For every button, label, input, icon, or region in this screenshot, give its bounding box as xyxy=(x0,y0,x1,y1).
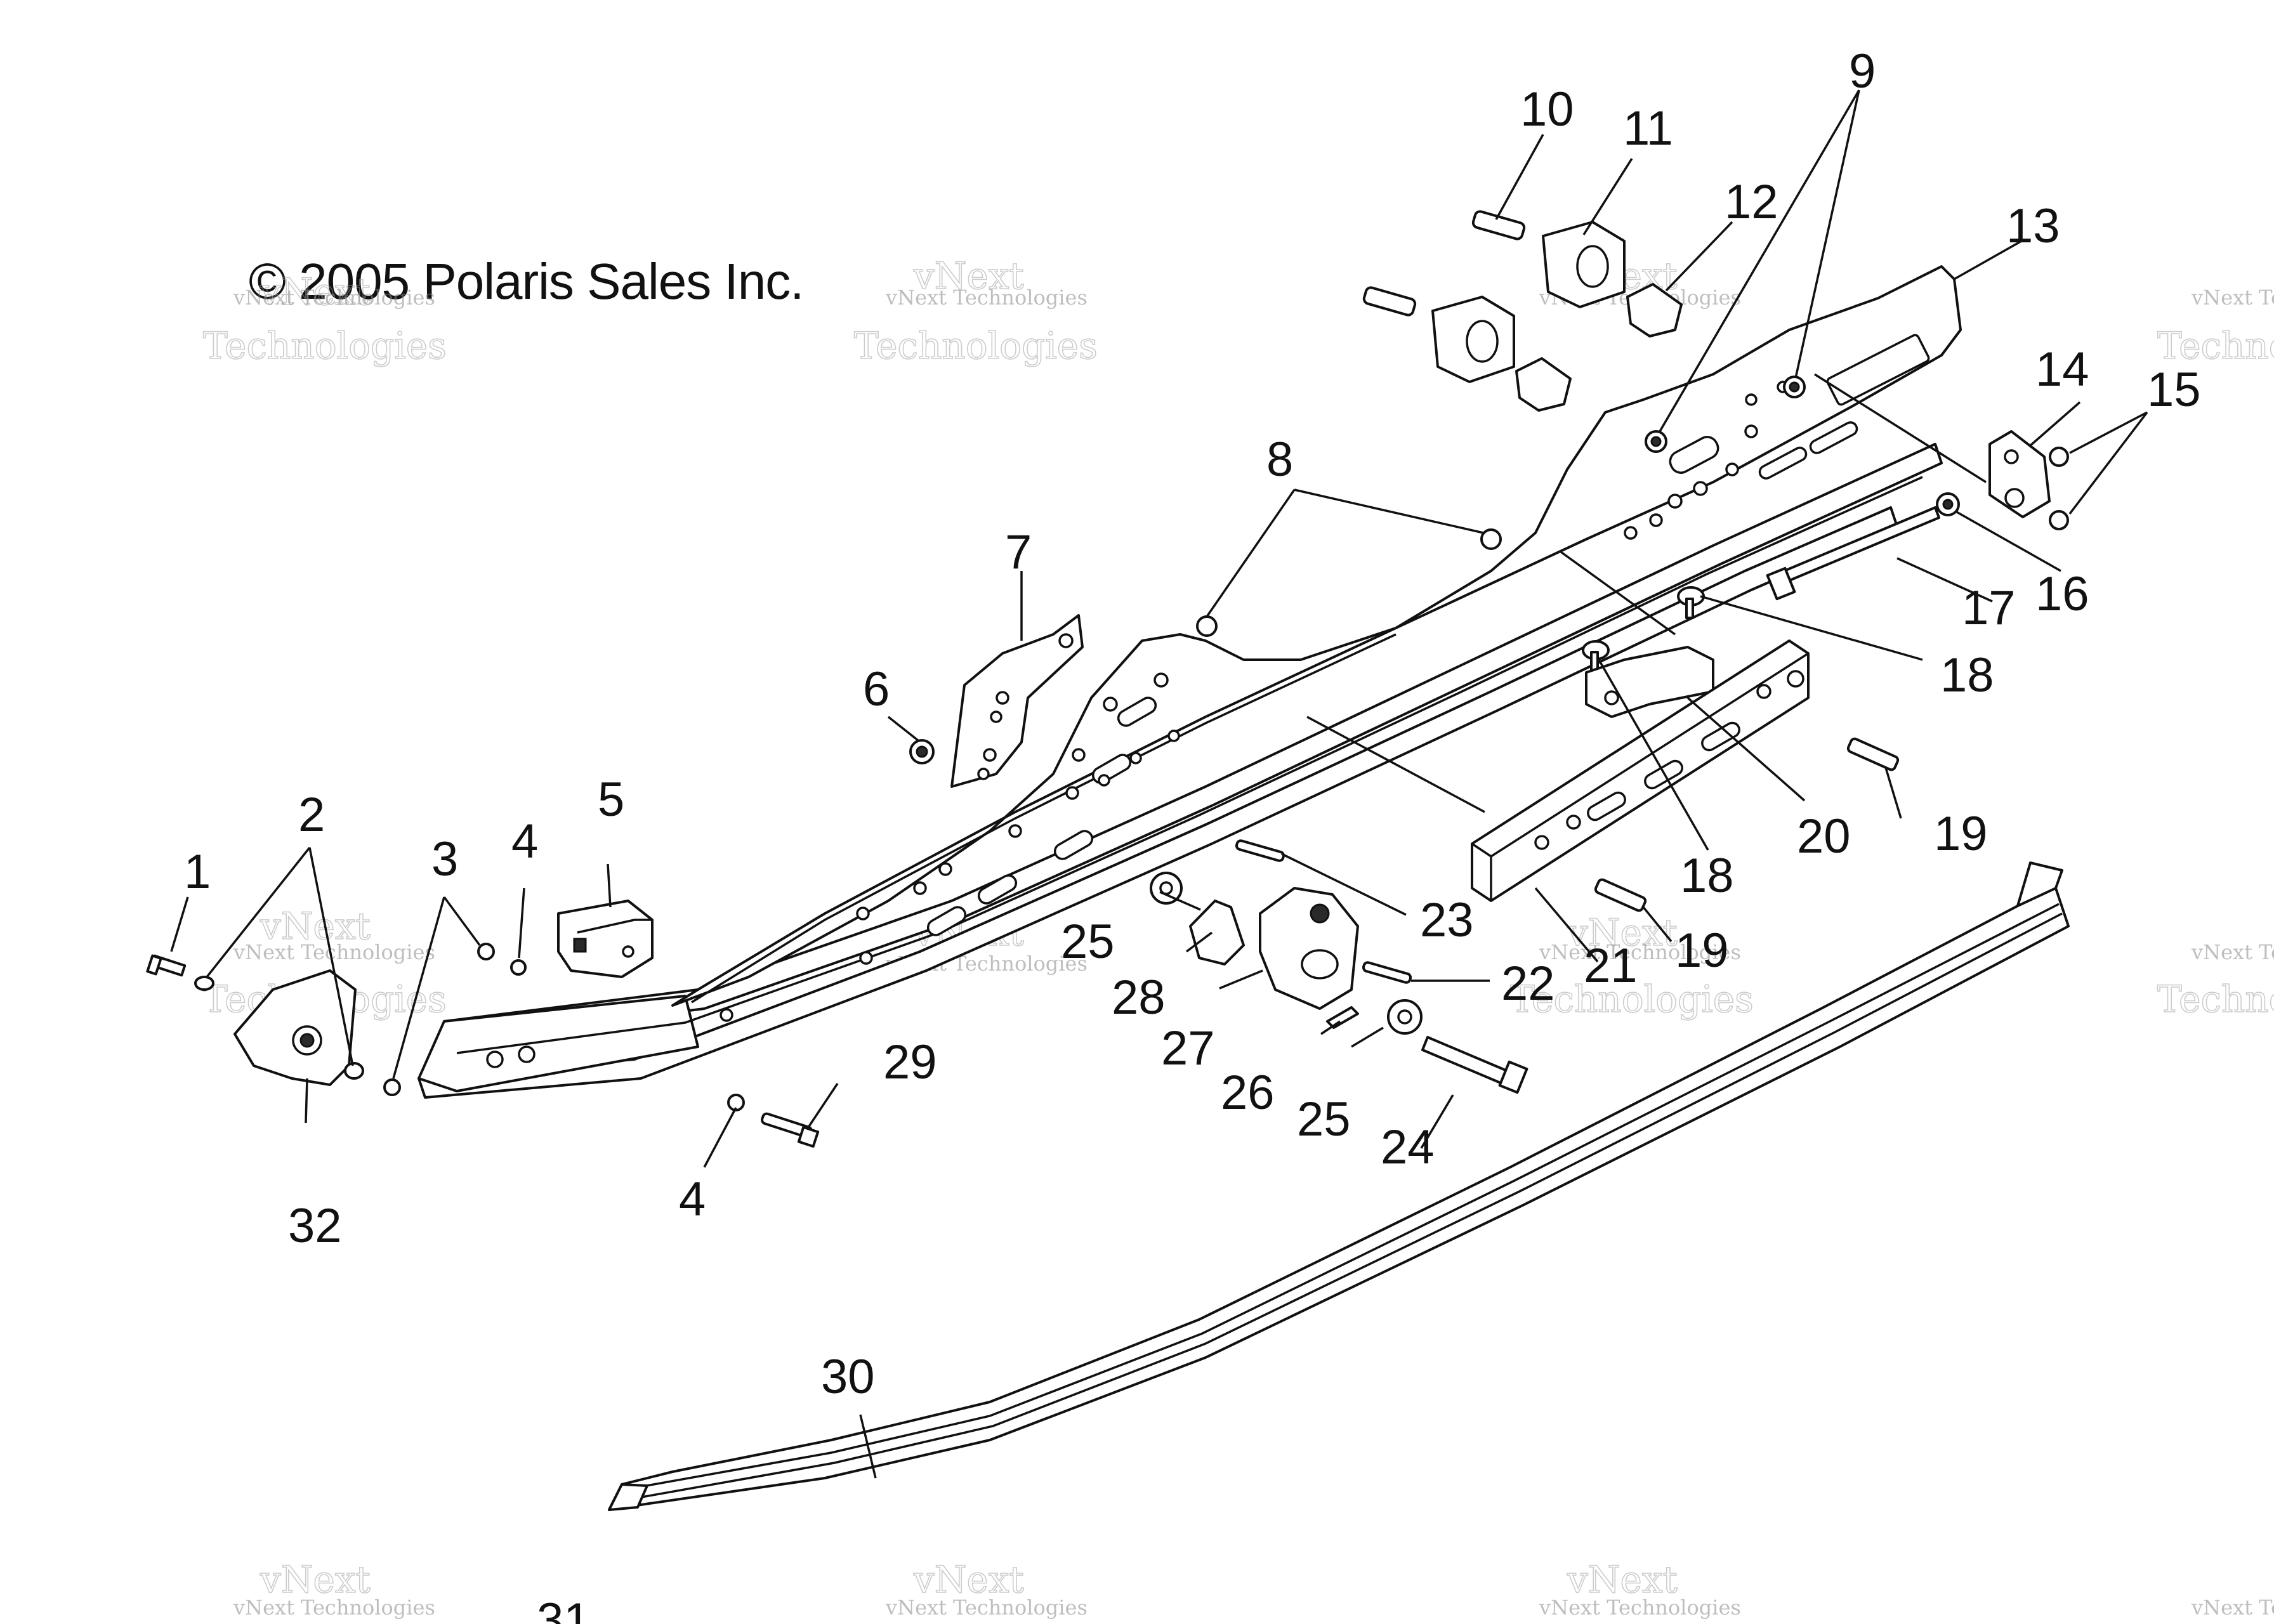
callout-11: 11 xyxy=(1623,102,1673,155)
callout-22: 22 xyxy=(1501,957,1555,1011)
ski-loop-32 xyxy=(233,969,357,1086)
callout-15: 15 xyxy=(2147,363,2201,417)
watermark-text: vNext xyxy=(913,1558,1024,1601)
callout-20: 20 xyxy=(1797,809,1851,863)
callout-28: 28 xyxy=(1112,971,1166,1025)
watermark-text: vNext Technologies xyxy=(1539,1595,1741,1620)
callout-8: 8 xyxy=(1266,433,1293,487)
callout-9: 9 xyxy=(1849,44,1876,98)
watermark-text: vNext Technologies xyxy=(233,285,435,310)
ski-runner-wear-bar xyxy=(608,861,2070,1511)
callout-25: 25 xyxy=(1297,1092,1351,1146)
watermark-text: vNext Technologies xyxy=(1539,940,1741,964)
watermark-text: vNext xyxy=(260,1558,371,1601)
callout-7: 7 xyxy=(1005,525,1032,579)
callout-3: 3 xyxy=(431,832,458,886)
watermark-text: Technologies xyxy=(2157,324,2274,367)
callout-17: 17 xyxy=(1962,581,2016,635)
callout-24: 24 xyxy=(1381,1120,1435,1174)
callout-30: 30 xyxy=(821,1350,875,1404)
callout-18: 18 xyxy=(1940,648,1994,702)
callout-10: 10 xyxy=(1520,82,1574,136)
callout-6: 6 xyxy=(863,662,890,716)
copyright-notice: © 2005 Polaris Sales Inc. xyxy=(249,253,804,310)
callout-14: 14 xyxy=(2035,343,2089,396)
callout-numbers: 1 2 3 4 5 6 7 8 9 10 11 12 13 14 15 16 1… xyxy=(184,44,2201,1624)
watermark-text: vNext Technologies xyxy=(2191,940,2274,964)
watermark-text: Technologies xyxy=(854,324,1098,367)
callout-4: 4 xyxy=(679,1172,706,1226)
callout-29: 29 xyxy=(883,1035,937,1089)
callout-leaders xyxy=(170,89,2148,1479)
watermark-text: vNext xyxy=(260,270,371,313)
callout-16: 16 xyxy=(2035,567,2089,621)
watermark-text: Technologies xyxy=(203,324,447,367)
ski-rail-assembly xyxy=(417,265,1962,1099)
watermark-text: vNext xyxy=(1567,1558,1678,1601)
callout-12: 12 xyxy=(1725,175,1778,229)
callout-13: 13 xyxy=(2006,199,2060,253)
watermark-text: vNext Technologies xyxy=(885,285,1088,310)
watermark-text: vNext Technologies xyxy=(233,940,435,964)
callout-19: 19 xyxy=(1675,924,1729,978)
watermark-text: vNext Technologies xyxy=(2191,285,2274,310)
callout-18: 18 xyxy=(1680,849,1734,903)
watermark-text: vNext Technologies xyxy=(233,1595,435,1620)
hardware-parts xyxy=(146,210,2069,1148)
callout-31: 31 xyxy=(537,1594,591,1624)
callout-5: 5 xyxy=(598,773,624,827)
callout-27: 27 xyxy=(1161,1021,1215,1075)
watermark-text: vNext xyxy=(913,254,1024,298)
watermark-text: Technologies xyxy=(1510,978,1754,1021)
callout-23: 23 xyxy=(1420,893,1474,947)
callout-25: 25 xyxy=(1061,915,1115,969)
watermark-text: vNext xyxy=(260,905,371,948)
callout-4: 4 xyxy=(511,815,538,868)
watermark-text: vNext Technologies xyxy=(2191,1595,2274,1620)
callout-19: 19 xyxy=(1934,807,1988,861)
callout-2: 2 xyxy=(298,788,325,842)
callout-1: 1 xyxy=(184,845,211,899)
callout-21: 21 xyxy=(1584,939,1638,993)
watermark-text: Technologies xyxy=(2157,978,2274,1021)
callout-32: 32 xyxy=(288,1199,342,1253)
watermark-text: vNext Technologies xyxy=(885,1595,1088,1620)
callout-26: 26 xyxy=(1221,1066,1275,1120)
